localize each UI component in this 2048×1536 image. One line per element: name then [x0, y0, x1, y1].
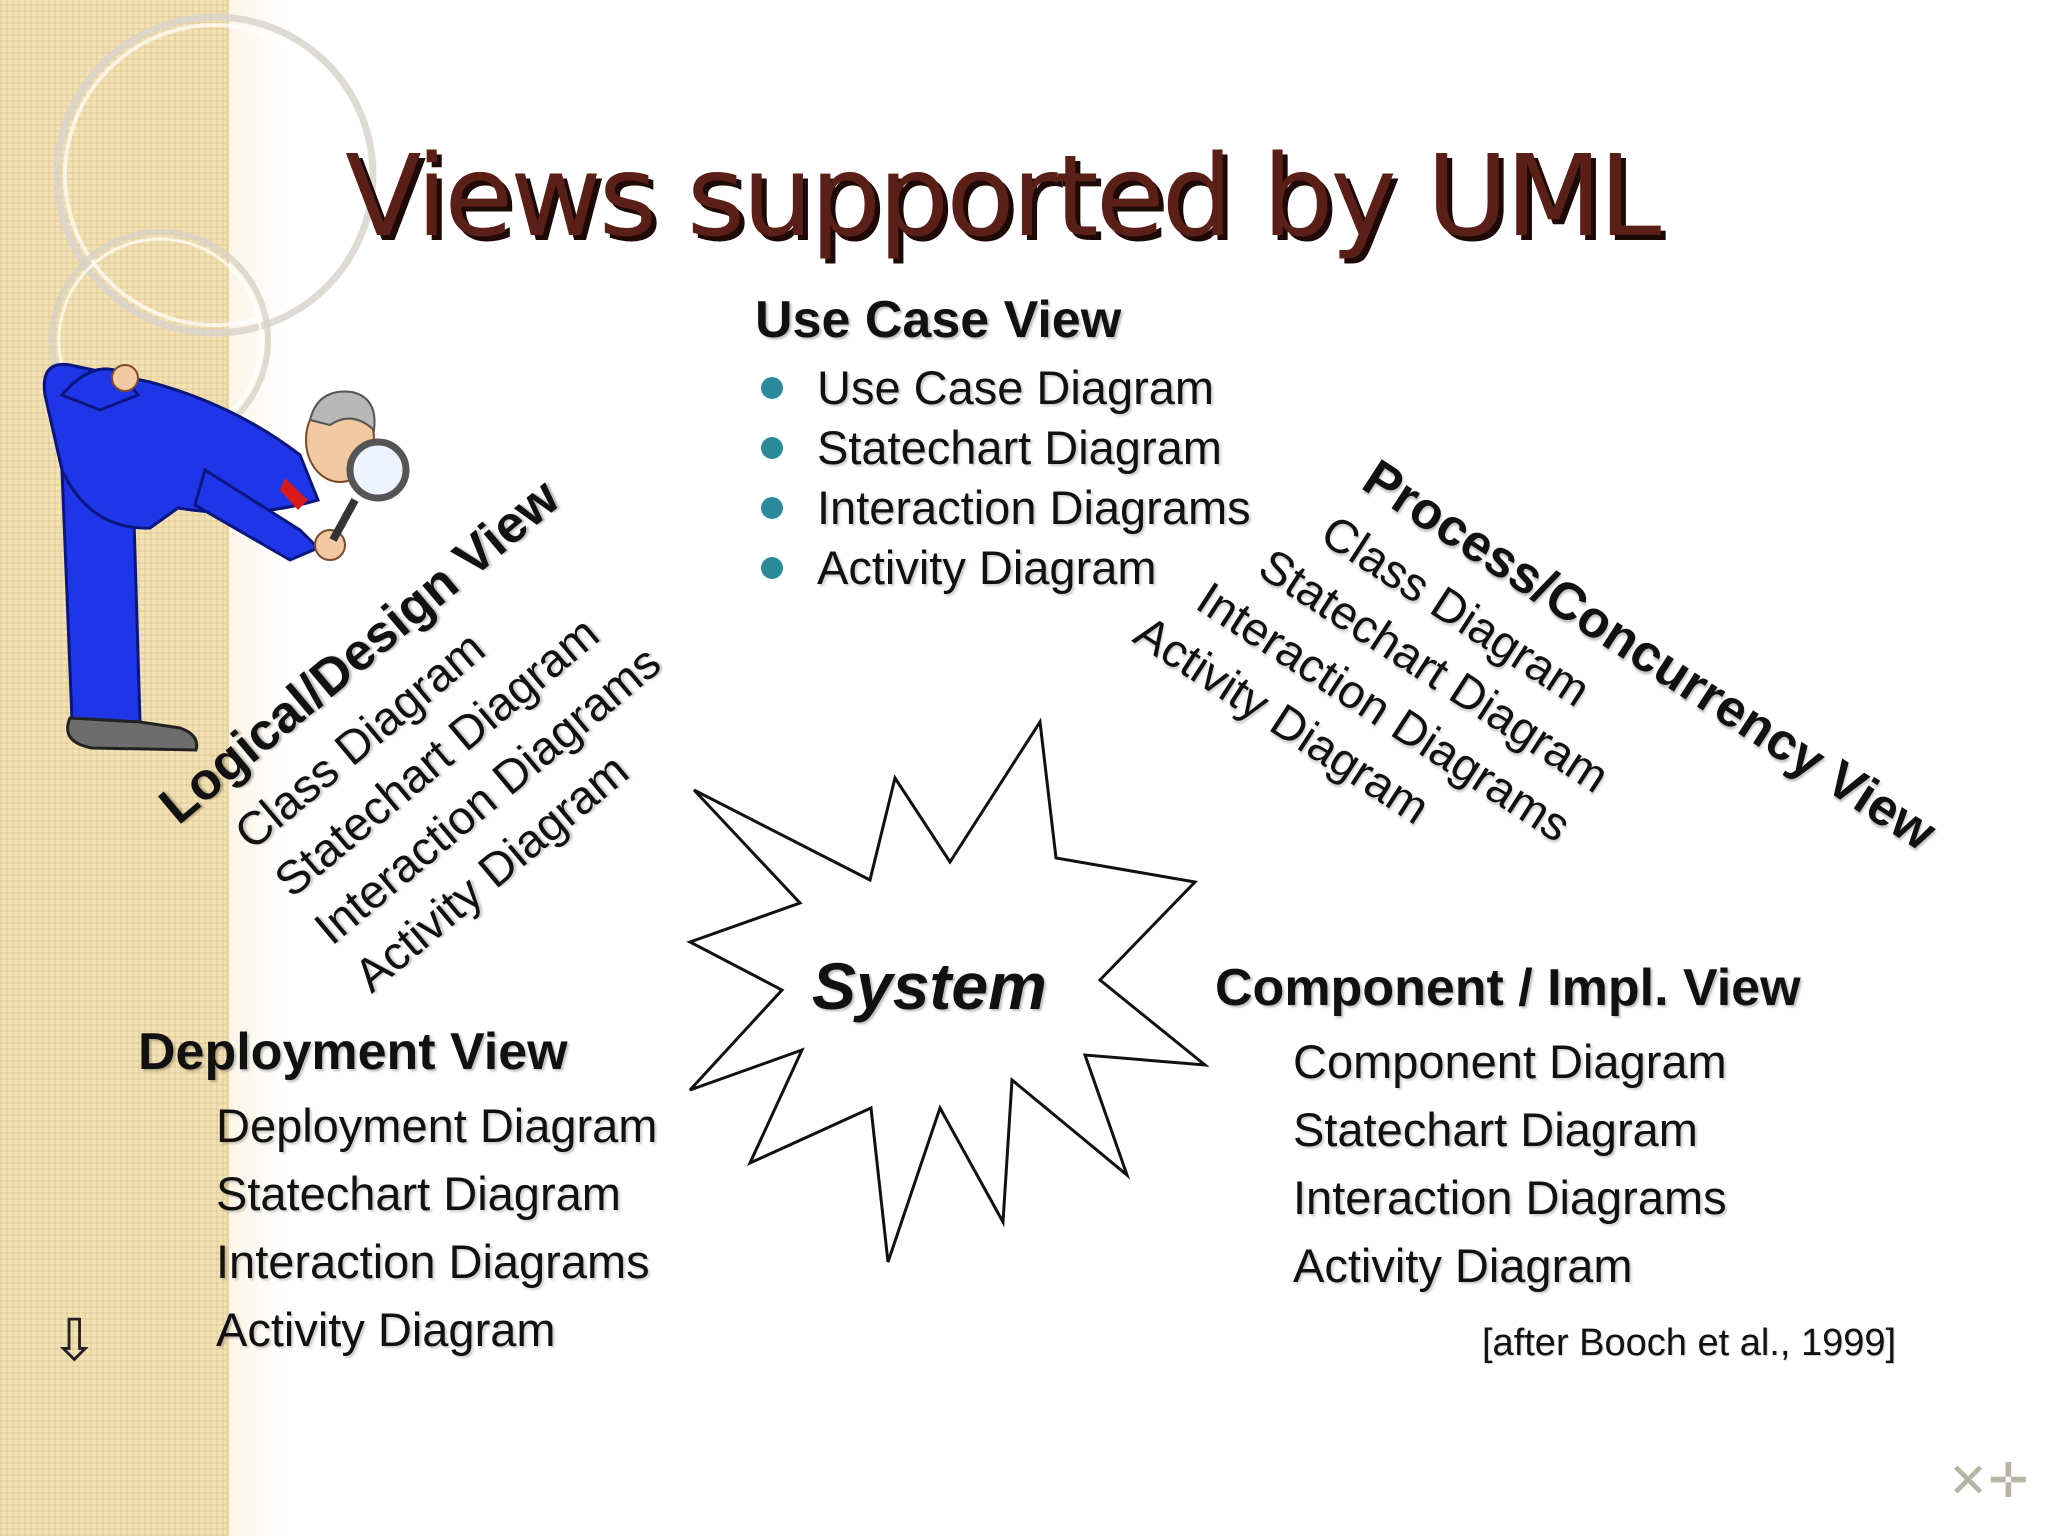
list-item: Activity Diagram: [755, 538, 1251, 598]
use-case-view: Use Case View Use Case Diagram Statechar…: [755, 290, 1251, 598]
list-item: Use Case Diagram: [755, 358, 1251, 418]
list-item: Activity Diagram: [216, 1303, 556, 1356]
list-item: Deployment Diagram: [216, 1099, 658, 1152]
bullet-icon: [761, 377, 783, 399]
use-case-view-heading: Use Case View: [755, 291, 1122, 349]
system-label: System: [812, 949, 1047, 1023]
deployment-view-list: Deployment Diagram Statechart Diagram In…: [216, 1092, 657, 1364]
component-view-heading: Component / Impl. View: [1215, 959, 1801, 1017]
bullet-icon: [761, 497, 783, 519]
deployment-view: Deployment View Deployment Diagram State…: [138, 1022, 657, 1364]
side-decor-fade: [226, 0, 286, 1536]
slide-title: Views supported by UML: [345, 132, 1661, 262]
citation: [after Booch et al., 1999]: [1482, 1322, 1897, 1364]
component-impl-view: Component / Impl. View Component Diagram…: [1215, 958, 1801, 1300]
deployment-view-heading: Deployment View: [138, 1023, 568, 1081]
use-case-view-list: Use Case Diagram Statechart Diagram Inte…: [755, 358, 1251, 598]
side-decor-band: [0, 0, 229, 1536]
list-item: Interaction Diagrams: [216, 1235, 650, 1288]
list-item: Activity Diagram: [1293, 1239, 1633, 1292]
bullet-icon: [761, 437, 783, 459]
list-item: Interaction Diagrams: [1293, 1171, 1727, 1224]
list-item: Statechart Diagram: [216, 1167, 621, 1220]
component-view-list: Component Diagram Statechart Diagram Int…: [1293, 1028, 1801, 1300]
corner-mark-icon: ✕✛: [1948, 1455, 2029, 1508]
list-item: Statechart Diagram: [755, 418, 1251, 478]
inspector-with-magnifying-glass-icon: [42, 362, 410, 752]
bullet-icon: [761, 557, 783, 579]
down-arrow-icon[interactable]: ⇩: [50, 1308, 99, 1373]
list-item: Interaction Diagrams: [755, 478, 1251, 538]
list-item: Statechart Diagram: [1293, 1103, 1698, 1156]
list-item: Component Diagram: [1293, 1035, 1727, 1088]
